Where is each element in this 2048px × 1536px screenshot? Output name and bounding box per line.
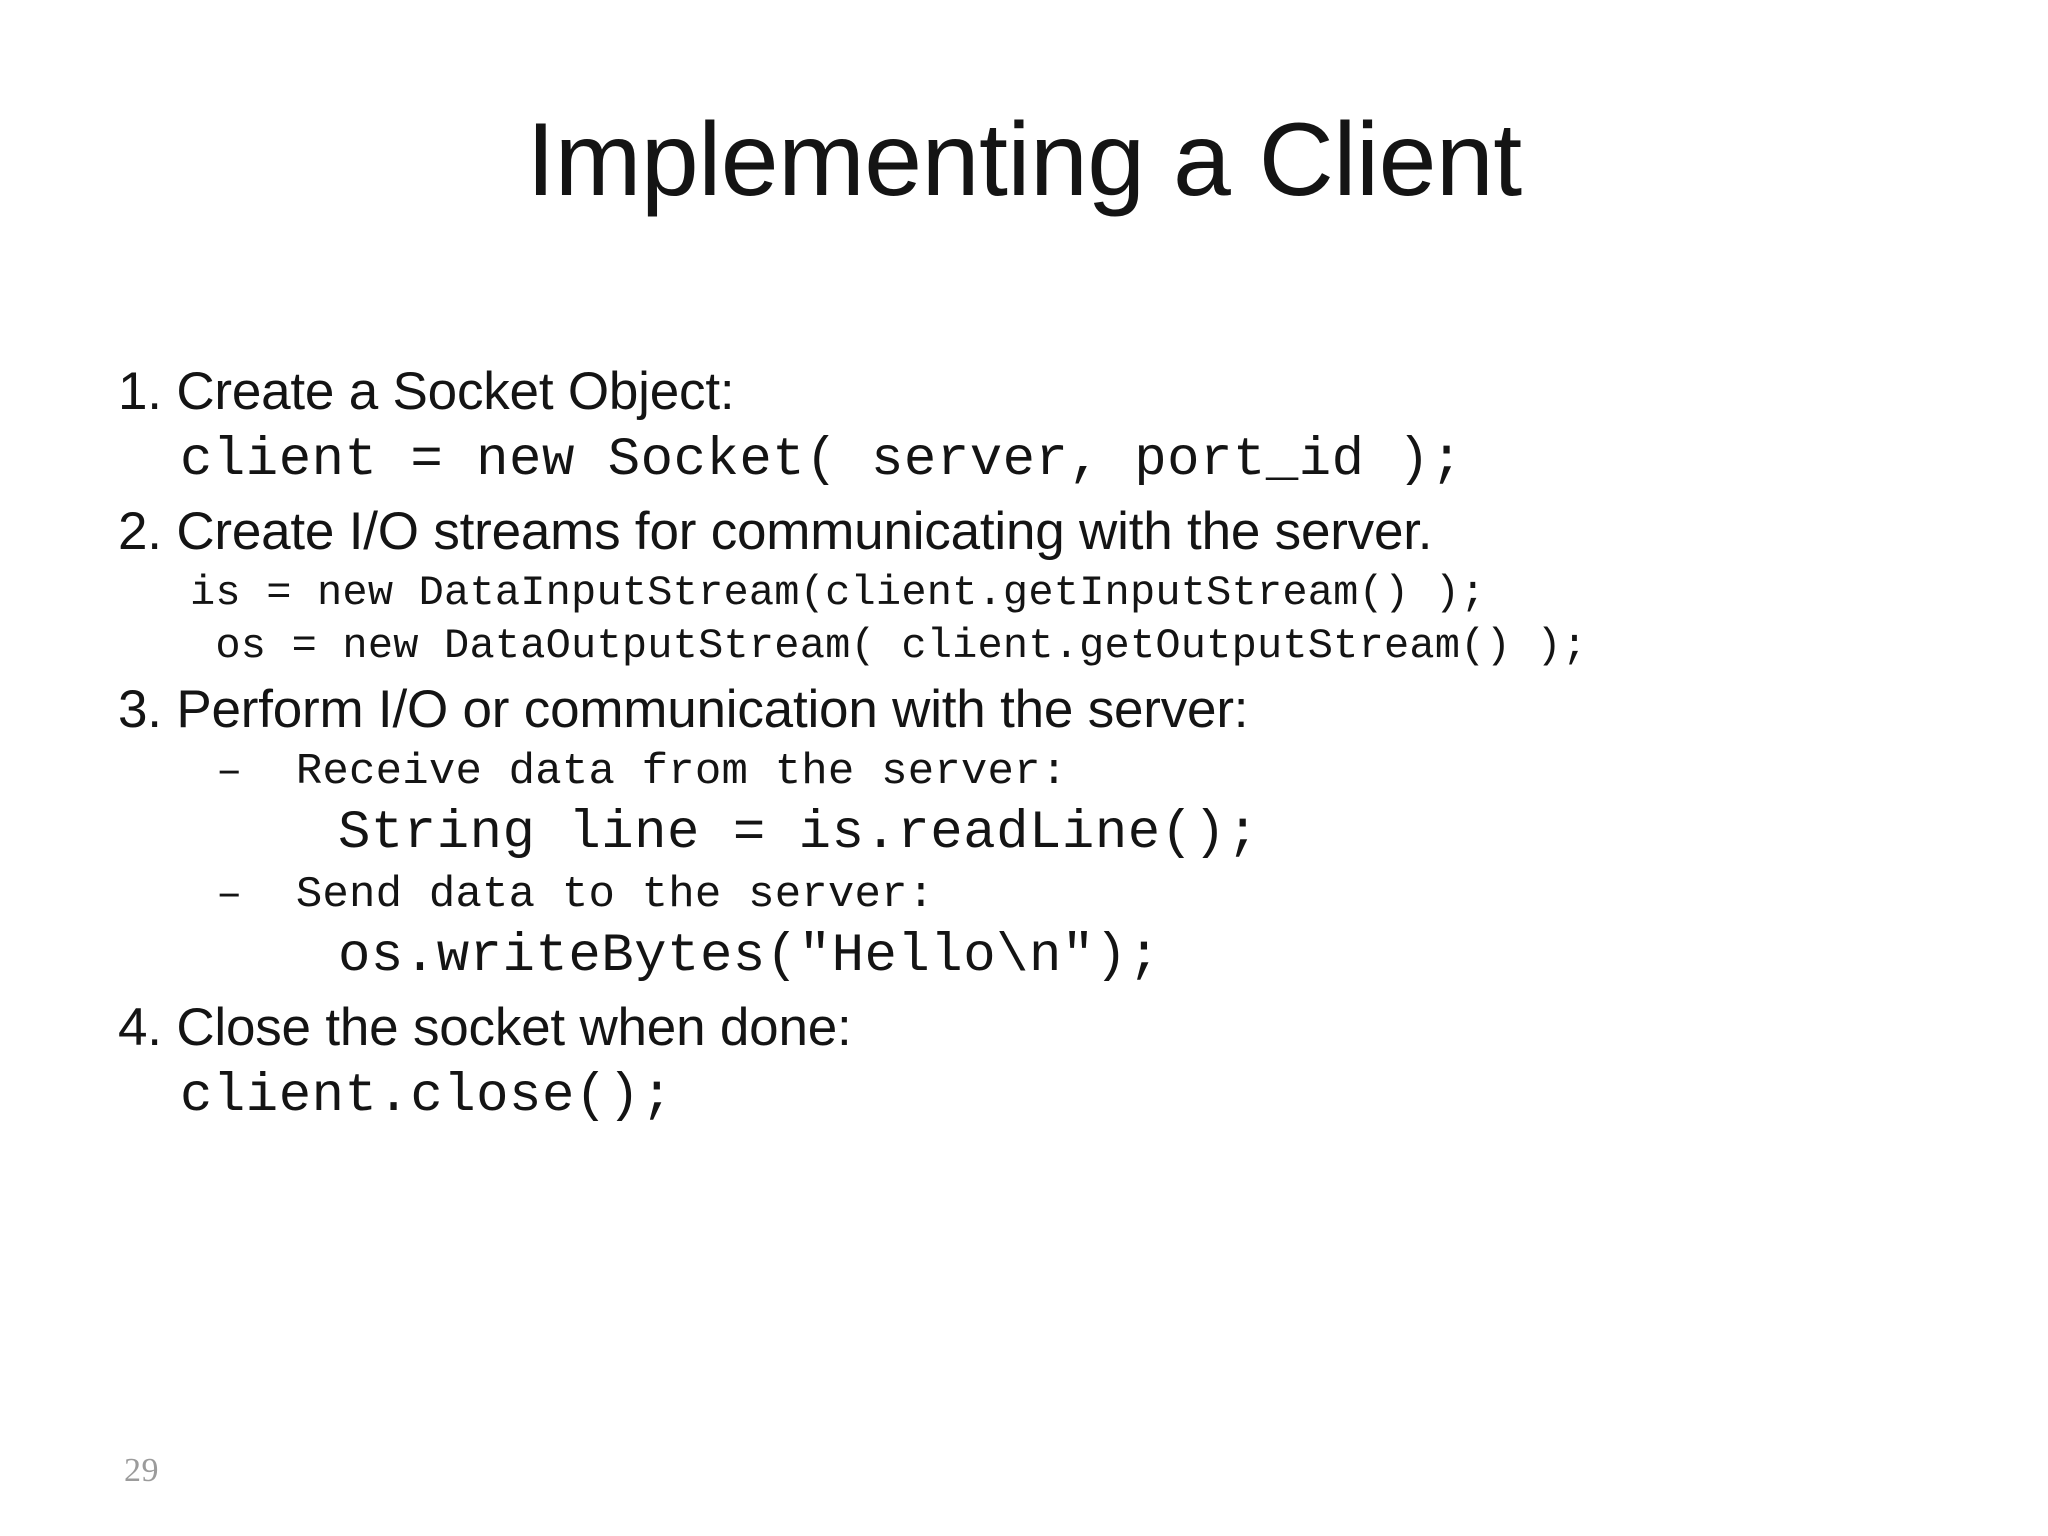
code-line-create-socket: client = new Socket( server, port_id );	[180, 429, 1464, 491]
page-title: Implementing a Client	[526, 102, 1522, 218]
dash-bullet-icon: –	[216, 869, 243, 920]
sub-item-send: – Send data to the server:	[118, 868, 1958, 923]
list-item-step-2: 2. Create I/O streams for communicating …	[118, 501, 1433, 561]
dash-bullet-icon: –	[216, 746, 243, 797]
code-line-input-stream: is = new DataInputStream(client.getInput…	[190, 568, 1486, 617]
sub-item-receive-label-space	[243, 747, 296, 797]
slide-body: 1. Create a Socket Object: client = new …	[118, 358, 1958, 1131]
code-line-read-line: String line = is.readLine();	[338, 802, 1260, 864]
code-line-write-bytes: os.writeBytes("Hello\n");	[338, 926, 1161, 988]
code-line-close-socket: client.close();	[180, 1066, 674, 1128]
sub-item-receive-label: Receive data from the server:	[295, 746, 1068, 797]
page-number: 29	[124, 1452, 159, 1489]
code-line-output-stream: os = new DataOutputStream( client.getOut…	[190, 621, 1588, 670]
list-item-step-1: 1. Create a Socket Object:	[118, 362, 735, 421]
sub-item-receive: – Receive data from the server:	[118, 745, 1958, 800]
list-item-step-3: 3. Perform I/O or communication with the…	[118, 679, 1249, 739]
sub-item-send-label: Send data to the server:	[295, 869, 935, 920]
sub-item-send-label-space	[243, 870, 296, 920]
list-item-step-4: 4. Close the socket when done:	[118, 998, 852, 1058]
